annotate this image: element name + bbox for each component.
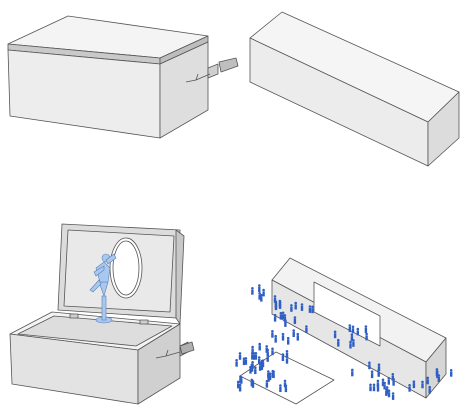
person-figure bbox=[269, 372, 272, 380]
person-figure bbox=[258, 356, 261, 364]
closed-box-panel bbox=[8, 16, 238, 138]
person-figure bbox=[426, 377, 429, 385]
person-figure bbox=[357, 328, 360, 336]
person-figure bbox=[243, 357, 246, 365]
person-figure bbox=[251, 287, 254, 295]
person-figure bbox=[271, 348, 274, 356]
person-figure bbox=[258, 284, 261, 292]
person-figure bbox=[351, 369, 354, 377]
open-box-lid-edge bbox=[176, 230, 184, 324]
person-figure bbox=[436, 368, 439, 376]
person-figure bbox=[378, 363, 381, 371]
person-figure bbox=[290, 304, 293, 312]
person-figure bbox=[286, 356, 289, 364]
person-figure bbox=[274, 314, 277, 322]
person-figure bbox=[284, 314, 287, 322]
person-figure bbox=[262, 289, 265, 297]
person-figure bbox=[365, 325, 368, 333]
person-figure bbox=[287, 337, 290, 345]
person-figure bbox=[282, 353, 285, 361]
person-figure bbox=[274, 335, 277, 343]
person-figure bbox=[279, 384, 282, 392]
open-box-panel bbox=[10, 224, 194, 404]
person-figure bbox=[266, 380, 269, 388]
person-figure bbox=[266, 354, 269, 362]
person-figure bbox=[279, 300, 282, 308]
person-figure bbox=[373, 384, 376, 392]
person-figure bbox=[385, 388, 388, 396]
person-figure bbox=[275, 302, 278, 310]
person-figure bbox=[392, 392, 395, 400]
person-figure bbox=[280, 312, 283, 320]
person-figure bbox=[337, 339, 340, 347]
long-block-panel bbox=[250, 12, 459, 166]
person-figure bbox=[251, 346, 254, 354]
hinge-left bbox=[70, 314, 78, 318]
person-figure bbox=[311, 306, 314, 314]
person-figure bbox=[271, 330, 274, 338]
person-figure bbox=[388, 390, 391, 398]
person-figure bbox=[349, 324, 352, 332]
person-figure bbox=[239, 375, 242, 383]
person-figure bbox=[413, 380, 416, 388]
hinge-right bbox=[140, 320, 148, 324]
person-figure bbox=[369, 384, 372, 392]
person-figure bbox=[261, 362, 264, 370]
person-figure bbox=[309, 305, 312, 313]
person-figure bbox=[382, 379, 385, 387]
person-figure bbox=[365, 333, 368, 341]
person-figure bbox=[239, 384, 242, 392]
person-figure bbox=[282, 333, 285, 341]
person-figure bbox=[251, 361, 254, 369]
mirror-icon bbox=[110, 238, 142, 298]
person-figure bbox=[421, 381, 424, 389]
person-figure bbox=[294, 302, 297, 310]
person-figure bbox=[450, 369, 453, 377]
person-figure bbox=[254, 366, 257, 374]
block-crowd-panel bbox=[235, 258, 452, 404]
person-figure bbox=[258, 343, 261, 351]
person-figure bbox=[377, 384, 380, 392]
person-figure bbox=[305, 325, 308, 333]
person-figure bbox=[297, 333, 300, 341]
person-figure bbox=[352, 326, 355, 334]
person-figure bbox=[334, 331, 337, 339]
person-figure bbox=[239, 352, 242, 360]
person-figure bbox=[388, 377, 391, 385]
person-figure bbox=[294, 316, 297, 324]
person-figure bbox=[349, 341, 352, 349]
person-figure bbox=[274, 295, 277, 303]
person-figure bbox=[428, 386, 431, 394]
person-figure bbox=[408, 384, 411, 392]
person-figure bbox=[301, 303, 304, 311]
closed-box-front-face bbox=[8, 50, 160, 138]
person-figure bbox=[272, 370, 275, 378]
person-figure bbox=[371, 370, 374, 378]
person-figure bbox=[260, 294, 263, 302]
person-figure bbox=[284, 380, 287, 388]
person-figure bbox=[235, 359, 238, 367]
person-figure bbox=[252, 380, 255, 388]
person-figure bbox=[292, 329, 295, 337]
person-figure bbox=[351, 333, 354, 341]
person-figure bbox=[368, 362, 371, 370]
person-figure bbox=[392, 378, 395, 386]
